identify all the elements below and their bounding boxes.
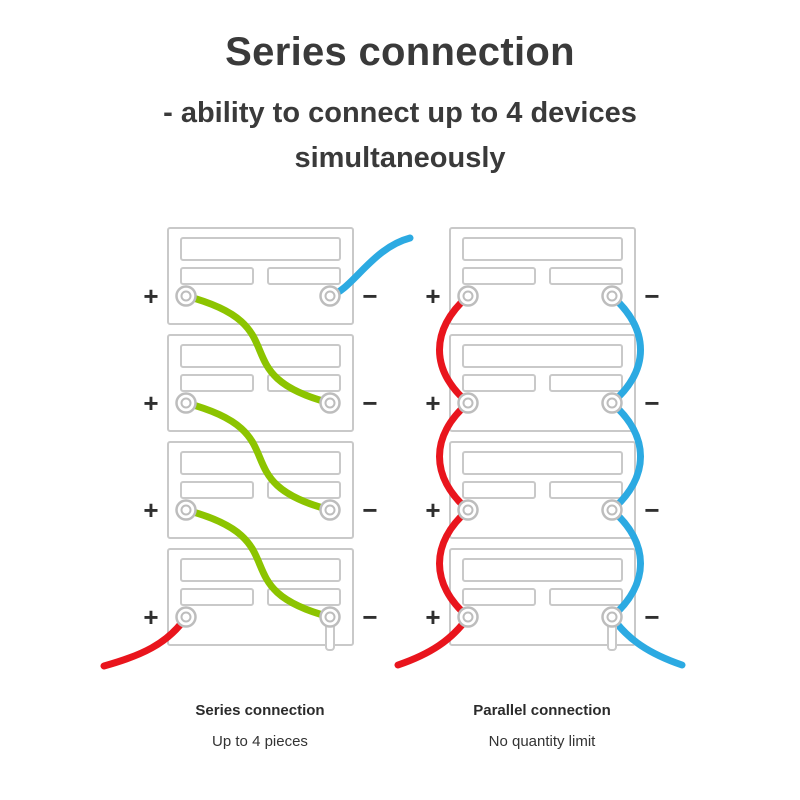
battery-panel-small-left xyxy=(462,267,536,285)
plus-sign: + xyxy=(425,495,440,525)
minus-sign: − xyxy=(644,281,659,311)
battery-panel-small-left xyxy=(180,481,254,499)
series-battery-2 xyxy=(167,334,354,432)
terminal-inner-ring xyxy=(462,611,474,623)
battery-panel-wide xyxy=(462,558,623,582)
series-link-1-wire xyxy=(182,292,334,407)
parallel-caption-title: Parallel connection xyxy=(473,702,611,719)
page-title: Series connection xyxy=(225,30,575,74)
battery-body xyxy=(167,441,354,539)
terminal-inner-ring xyxy=(180,290,192,302)
battery-panel-wide xyxy=(462,451,623,475)
terminal-inner-ring xyxy=(324,504,336,516)
minus-sign: − xyxy=(362,495,377,525)
plus-sign: + xyxy=(425,281,440,311)
plus-sign: + xyxy=(143,388,158,418)
minus-sign: − xyxy=(644,495,659,525)
battery-body xyxy=(167,334,354,432)
series-battery-1 xyxy=(167,227,354,325)
series-caption-subtitle: Up to 4 pieces xyxy=(212,733,308,750)
page-subtitle-line-2: simultaneously xyxy=(294,141,506,174)
battery-body xyxy=(449,334,636,432)
minus-sign: − xyxy=(644,602,659,632)
battery-panel-small-left xyxy=(180,267,254,285)
battery-panel-small-right xyxy=(267,267,341,285)
series-link-2-wire xyxy=(182,399,334,514)
minus-sign: − xyxy=(362,388,377,418)
terminal-inner-ring xyxy=(462,504,474,516)
battery-panel-small-right xyxy=(549,588,623,606)
series-battery-3 xyxy=(167,441,354,539)
battery-body xyxy=(449,441,636,539)
series-caption-title: Series connection xyxy=(195,702,325,719)
battery-panel-small-left xyxy=(462,374,536,392)
battery-panel-small-left xyxy=(462,481,536,499)
terminal-inner-ring xyxy=(324,611,336,623)
terminal-inner-ring xyxy=(324,290,336,302)
plus-sign: + xyxy=(143,602,158,632)
plus-sign: + xyxy=(425,388,440,418)
battery-panel-small-left xyxy=(462,588,536,606)
battery-panel-wide xyxy=(462,237,623,261)
terminal-inner-ring xyxy=(462,397,474,409)
terminal-bolt xyxy=(325,623,335,651)
parallel-battery-1 xyxy=(449,227,636,325)
terminal-inner-ring xyxy=(180,397,192,409)
series-caption: Series connection Up to 4 pieces xyxy=(130,702,390,750)
battery-body xyxy=(167,227,354,325)
parallel-battery-2 xyxy=(449,334,636,432)
minus-sign: − xyxy=(362,281,377,311)
battery-panel-wide xyxy=(462,344,623,368)
parallel-caption-subtitle: No quantity limit xyxy=(488,733,596,750)
battery-panel-wide xyxy=(180,237,341,261)
battery-panel-small-left xyxy=(180,588,254,606)
battery-panel-small-right xyxy=(549,374,623,392)
parallel-battery-3 xyxy=(449,441,636,539)
terminal-inner-ring xyxy=(180,611,192,623)
terminal-inner-ring xyxy=(180,504,192,516)
plus-sign: + xyxy=(425,602,440,632)
minus-sign: − xyxy=(644,388,659,418)
terminal-inner-ring xyxy=(606,397,618,409)
minus-sign: − xyxy=(362,602,377,632)
terminal-inner-ring xyxy=(606,611,618,623)
series-battery-4 xyxy=(167,548,354,646)
page-subtitle: - ability to connect up to 4 devices sim… xyxy=(0,91,800,181)
plus-sign: + xyxy=(143,495,158,525)
battery-panel-small-right xyxy=(549,481,623,499)
terminal-inner-ring xyxy=(324,397,336,409)
terminal-inner-ring xyxy=(606,504,618,516)
page-subtitle-line-1: - ability to connect up to 4 devices xyxy=(163,97,637,129)
battery-body xyxy=(167,548,354,646)
terminal-bolt xyxy=(607,623,617,651)
terminal-inner-ring xyxy=(462,290,474,302)
terminal-inner-ring xyxy=(606,290,618,302)
battery-body xyxy=(449,227,636,325)
plus-sign: + xyxy=(143,281,158,311)
series-link-3-wire xyxy=(182,506,334,621)
battery-panel-small-left xyxy=(180,374,254,392)
parallel-caption: Parallel connection No quantity limit xyxy=(412,702,672,750)
battery-panel-small-right xyxy=(549,267,623,285)
header: Series connection - ability to connect u… xyxy=(0,30,800,181)
